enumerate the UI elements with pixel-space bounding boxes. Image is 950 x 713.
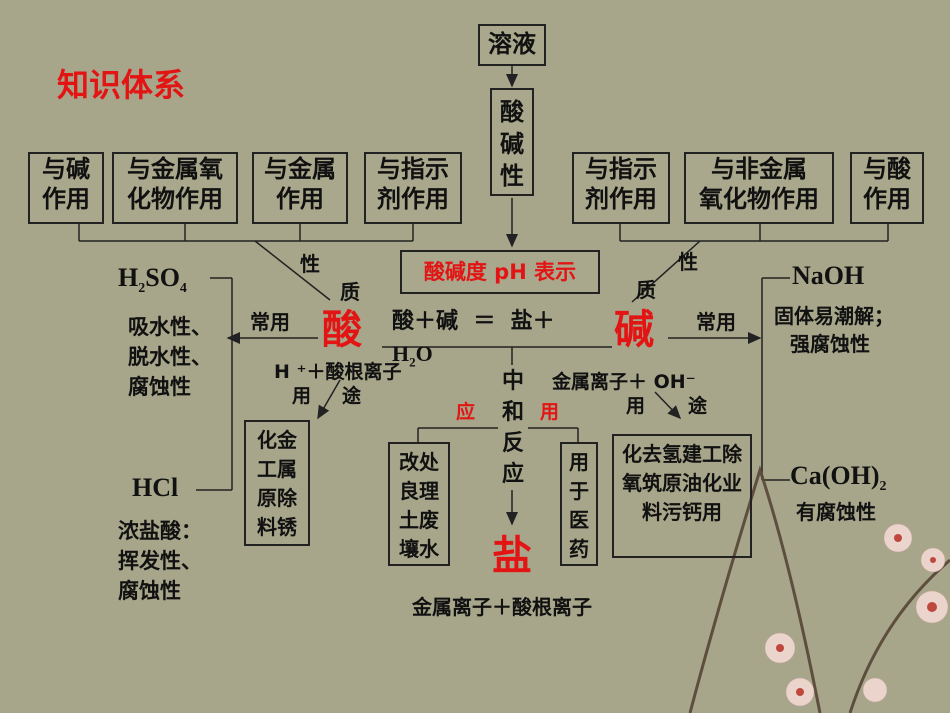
acid-uses-box: 化金工属原除料锈	[244, 420, 310, 546]
application-medicine-box: 用于医药	[560, 442, 598, 566]
naoh-note: 强腐蚀性	[790, 332, 870, 356]
caoh2-formula: Ca(OH)2	[790, 461, 887, 495]
acid-property-label-1: 性	[300, 252, 320, 276]
h2so4-note: 吸水性、	[128, 315, 212, 339]
salt-composition: 金属离子＋酸根离子	[412, 595, 592, 619]
acid-property-label-2: 质	[340, 280, 360, 304]
salt-label: 盐	[492, 533, 532, 579]
hcl-note: 腐蚀性	[118, 579, 181, 603]
base-ion-composition: 金属离子＋ OH⁻	[552, 371, 696, 393]
acid-ion-composition: H ⁺＋酸根离子	[274, 361, 402, 383]
base-property-box: 与非金属 氧化物作用	[684, 152, 834, 224]
h2so4-formula: H2SO4	[118, 263, 187, 297]
acid-use-label-2: 途	[342, 385, 362, 407]
hcl-formula: HCl	[132, 473, 179, 502]
base-use-label-1: 用	[626, 395, 646, 417]
acid-base-box: 酸碱性	[490, 88, 534, 196]
hcl-note: 浓盐酸：	[118, 519, 202, 543]
acid-property-box: 与指示 剂作用	[364, 152, 462, 224]
hcl-note: 挥发性、	[118, 549, 202, 573]
water-formula: H2O	[392, 341, 433, 370]
base-property-box: 与指示 剂作用	[572, 152, 670, 224]
neutralization-label: 中和反应	[501, 369, 524, 487]
acid-property-box: 与碱 作用	[28, 152, 104, 224]
base-common-label: 常用	[696, 310, 736, 334]
base-property-box: 与酸 作用	[850, 152, 924, 224]
naoh-formula: NaOH	[792, 261, 865, 290]
acid-label: 酸	[322, 307, 362, 353]
h2so4-note: 腐蚀性	[128, 375, 191, 399]
h2so4-note: 脱水性、	[128, 345, 212, 369]
blossom-decoration	[688, 465, 950, 713]
solution-box: 溶液	[478, 24, 546, 66]
caoh2-note: 有腐蚀性	[796, 500, 876, 524]
acid-common-label: 常用	[250, 310, 290, 334]
ph-box: 酸碱度 pH 表示	[400, 250, 600, 294]
reaction-equation: 酸＋碱 ＝ 盐＋	[392, 309, 555, 334]
application-soil-box: 改处良理土废壤水	[388, 442, 450, 566]
base-uses-box: 化去氢建工除氧筑原油化业料污钙用	[612, 434, 752, 558]
acid-property-box: 与金属 作用	[252, 152, 348, 224]
naoh-note: 固体易潮解；	[774, 304, 894, 328]
base-property-label-2: 质	[636, 278, 656, 302]
base-property-label-1: 性	[678, 250, 698, 274]
acid-property-box: 与金属氧 化物作用	[112, 152, 238, 224]
page-title: 知识体系	[57, 66, 186, 104]
base-label: 碱	[614, 307, 654, 353]
acid-use-label-1: 用	[292, 385, 312, 407]
base-use-label-2: 途	[688, 395, 708, 417]
application-label-2: 用	[540, 401, 560, 423]
application-label-1: 应	[456, 401, 476, 423]
